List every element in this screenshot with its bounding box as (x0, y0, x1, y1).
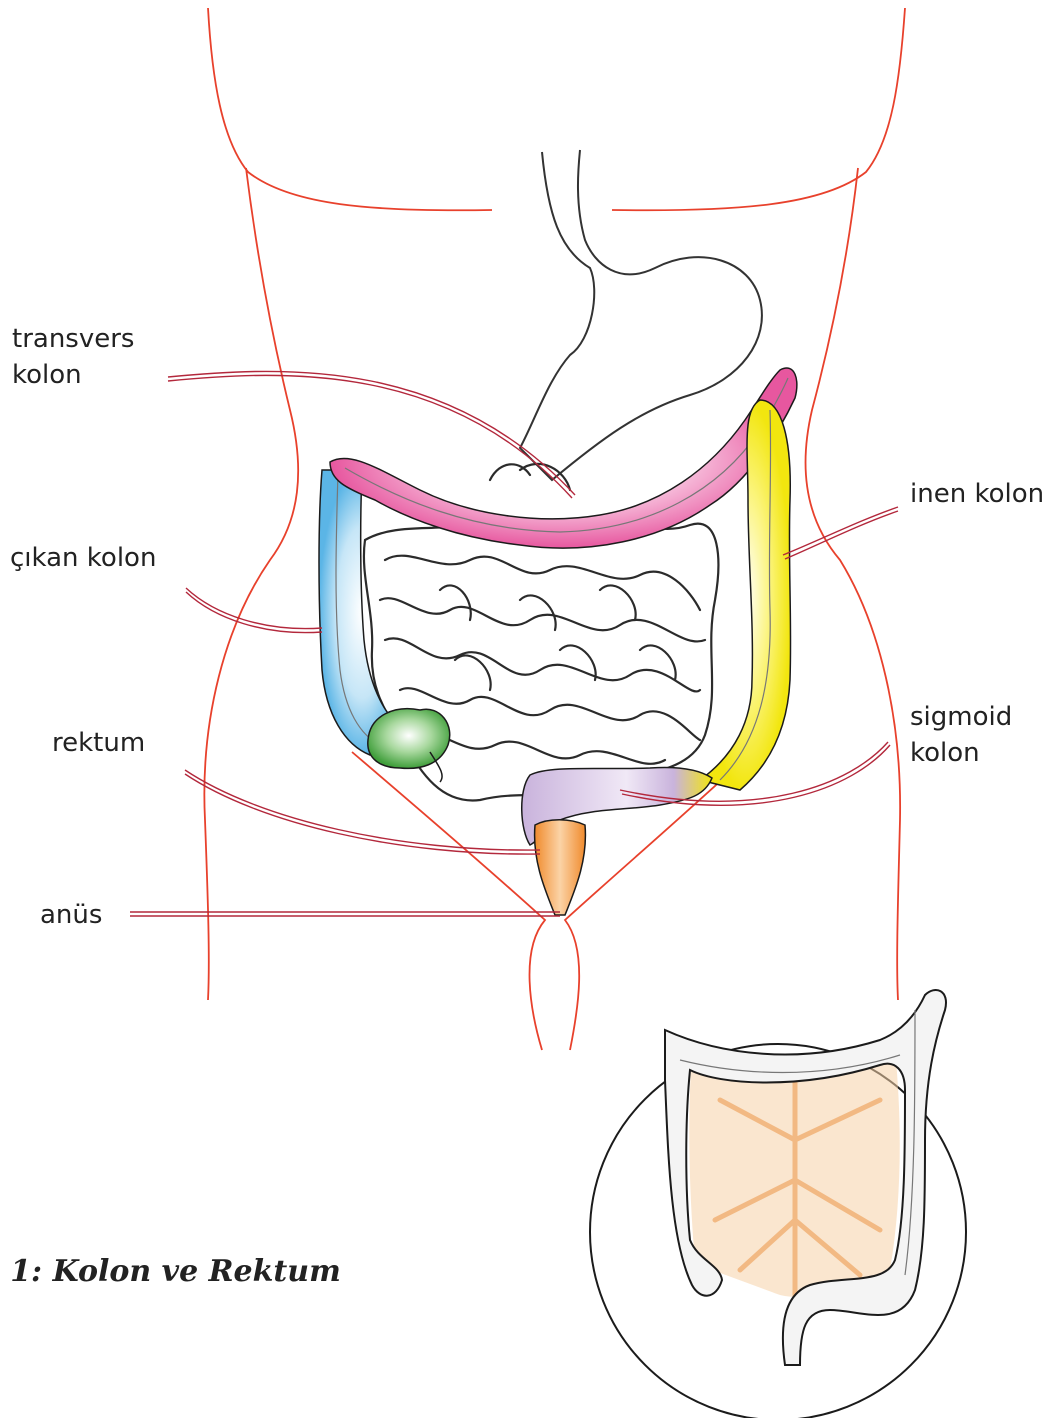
figure-caption: m 1: Kolon ve Rektum (0, 1254, 341, 1289)
label-sigmoid-kolon-1: sigmoid (910, 700, 1012, 734)
label-sigmoid-kolon-2: kolon (910, 736, 980, 770)
label-transvers-kolon-2: kolon (12, 358, 82, 392)
label-rektum: rektum (52, 726, 145, 760)
label-transvers-kolon-1: transvers (12, 322, 134, 356)
label-inen-kolon: inen kolon (910, 477, 1044, 511)
rectum (535, 820, 586, 915)
stomach (520, 150, 762, 480)
label-anus: anüs (40, 898, 102, 932)
label-cikan-kolon: çıkan kolon (10, 541, 156, 575)
colon-inset (590, 990, 966, 1418)
